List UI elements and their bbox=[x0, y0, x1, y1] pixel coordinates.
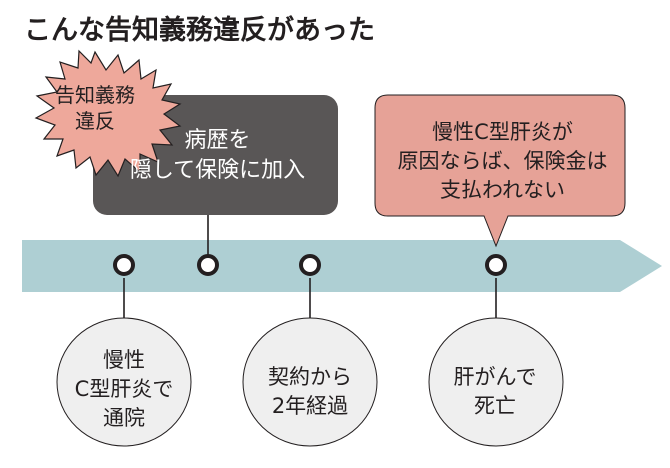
event-label-outpatient: 慢性 C型肝炎で 通院 bbox=[74, 348, 174, 430]
timeline-arrow bbox=[22, 240, 662, 292]
page-title: こんな告知義務違反があった bbox=[24, 15, 375, 46]
event-label-two-years: 契約から 2年経過 bbox=[268, 365, 352, 418]
event-oval-3 bbox=[428, 317, 564, 447]
consequence-callout bbox=[374, 94, 626, 248]
timeline-node-1 bbox=[113, 254, 135, 276]
violation-label: 告知義務 違反 bbox=[55, 83, 135, 133]
violation-starburst bbox=[34, 49, 182, 178]
timeline-node-3 bbox=[299, 254, 321, 276]
event-oval-2 bbox=[242, 317, 378, 447]
consequence-text: 慢性C型肝炎が 原因ならば、保険金は 支払われない bbox=[397, 120, 608, 202]
event-oval-1 bbox=[56, 317, 192, 447]
concealment-text: 病歴を 隠して保険に加入 bbox=[129, 128, 306, 183]
event-label-death: 肝がんで 死亡 bbox=[453, 365, 537, 418]
timeline-node-4 bbox=[485, 254, 507, 276]
timeline-node-2 bbox=[197, 254, 219, 276]
